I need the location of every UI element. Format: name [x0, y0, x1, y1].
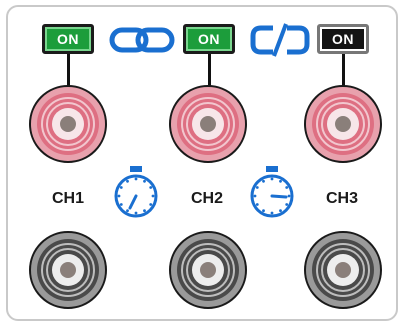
ch1-toggle-stem — [67, 54, 70, 88]
ch1-gray-connector-knob[interactable] — [28, 230, 108, 310]
ch2-on-toggle[interactable]: ON — [183, 24, 235, 54]
ch3-on-label: ON — [332, 31, 354, 47]
ch1-on-label: ON — [57, 31, 79, 47]
ch2-red-connector-knob[interactable] — [168, 84, 248, 164]
ch3-on-toggle[interactable]: ON — [317, 24, 369, 54]
ch1-red-connector-knob[interactable] — [28, 84, 108, 164]
unlink-icon[interactable] — [247, 22, 313, 58]
ch3-gray-connector-knob[interactable] — [303, 230, 383, 310]
ch3-label: CH3 — [326, 190, 359, 207]
ch2-ch3-timer-icon[interactable] — [248, 164, 296, 222]
ch2-toggle-stem — [208, 54, 211, 88]
ch1-on-toggle[interactable]: ON — [42, 24, 94, 54]
ch2-on-label: ON — [198, 31, 220, 47]
ch3-red-connector-knob[interactable] — [303, 84, 383, 164]
link-icon[interactable] — [108, 26, 178, 54]
ch2-label: CH2 — [191, 190, 224, 207]
ch1-ch2-timer-icon[interactable] — [112, 164, 160, 222]
ch1-label: CH1 — [52, 190, 85, 207]
ch3-toggle-stem — [342, 54, 345, 88]
ch2-gray-connector-knob[interactable] — [168, 230, 248, 310]
